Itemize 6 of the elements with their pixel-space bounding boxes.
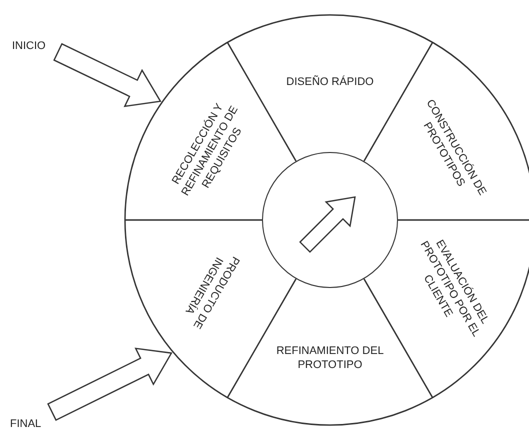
segment-label: DISEÑO RÁPIDO [274, 75, 386, 89]
stage-label: INICIO [12, 40, 46, 52]
hollow-arrow [53, 43, 162, 108]
hollow-arrow [47, 348, 172, 421]
stage-label: FINAL [10, 418, 42, 430]
segment-label: REFINAMIENTO DEL PROTOTIPO [274, 344, 386, 372]
